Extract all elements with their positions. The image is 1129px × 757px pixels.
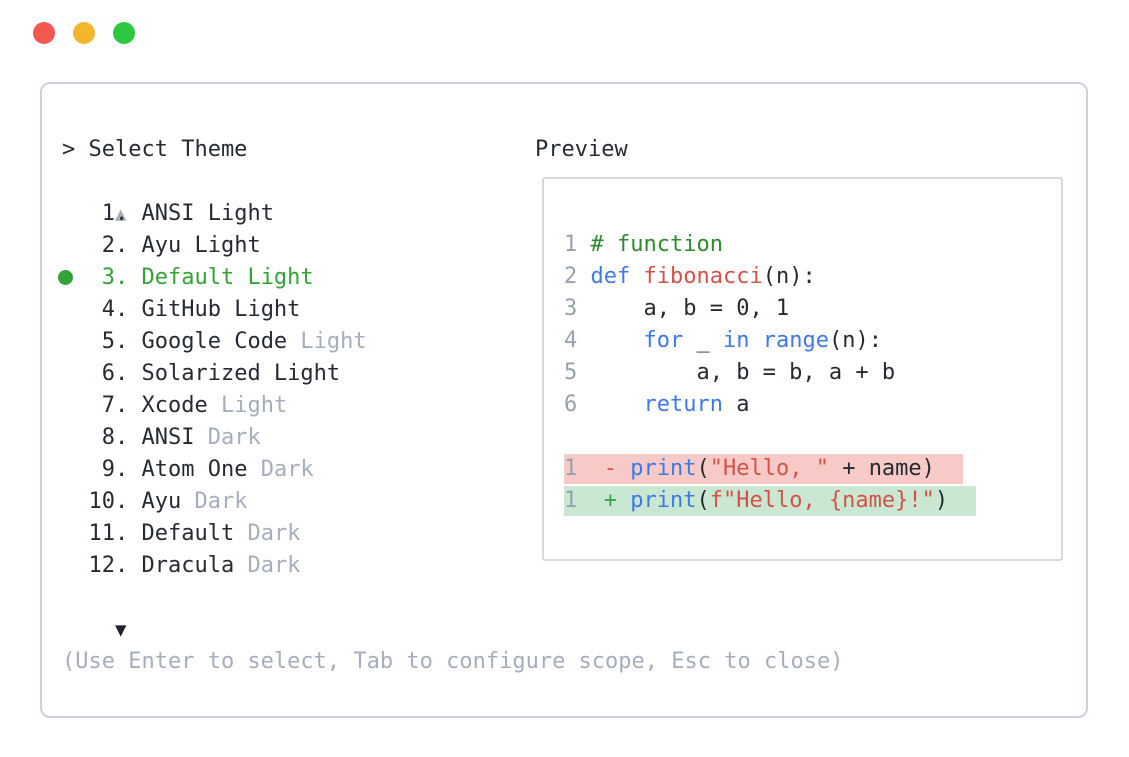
theme-item-variant: Dark [194, 425, 261, 450]
theme-list: 1. ANSI Light 2. Ayu Light 3. Default Li… [58, 198, 1066, 582]
code-line: 4 for _ in range(n): [564, 328, 882, 353]
theme-item-solarized-light[interactable]: 6. Solarized Light [62, 358, 1066, 390]
code-preview: 1 # function 2 def fibonacci(n): 3 a, b = … [564, 229, 1061, 517]
theme-item-variant: Dark [234, 553, 301, 578]
theme-item-variant: Light [207, 393, 288, 418]
theme-item-default-light[interactable]: 3. Default Light [58, 262, 1066, 294]
line-number: 3 [564, 296, 591, 321]
preview-title: Preview [535, 137, 628, 162]
diff-line-del: 1 - print("Hello, " + name) [564, 453, 1061, 485]
theme-item-number: 4. [62, 297, 142, 322]
theme-item-label: Atom One [141, 457, 248, 482]
zoom-button[interactable] [113, 22, 135, 44]
line-number: 4 [564, 328, 591, 353]
theme-item-ayu[interactable]: 10. Ayu Dark [62, 486, 1066, 518]
line-number: 5 [564, 360, 591, 385]
theme-item-number: 9. [62, 457, 142, 482]
line-number: 2 [564, 264, 591, 289]
keyboard-hint: (Use Enter to select, Tab to configure s… [62, 649, 844, 674]
line-number: 1 [564, 232, 591, 257]
scroll-up-icon[interactable]: ▲ [114, 203, 127, 225]
theme-item-label: Dracula [141, 553, 235, 578]
close-button[interactable] [33, 22, 55, 44]
theme-item-label: GitHub Light [141, 297, 301, 322]
theme-item-google-code[interactable]: 5. Google Code Light [62, 326, 1066, 358]
theme-item-label: Default [141, 521, 235, 546]
code-line: 3 a, b = 0, 1 [564, 296, 790, 321]
theme-item-ansi-light[interactable]: 1. ANSI Light [62, 198, 1066, 230]
theme-item-variant: Light [287, 329, 367, 354]
theme-item-number: 6. [62, 361, 142, 386]
theme-item-variant: Dark [234, 521, 301, 546]
theme-item-variant: Dark [181, 489, 248, 514]
theme-item-number: 7. [62, 393, 142, 418]
select-theme-prompt: > Select Theme [62, 137, 248, 162]
theme-item-number: 11. [62, 521, 142, 546]
theme-item-variant: Dark [247, 457, 314, 482]
theme-selector-window: > Select Theme ▲ 1. ANSI Light 2. Ayu Li… [40, 82, 1088, 718]
theme-item-label: Xcode [141, 393, 208, 418]
theme-item-default[interactable]: 11. Default Dark [62, 518, 1066, 550]
theme-item-github-light[interactable]: 4. GitHub Light [62, 294, 1066, 326]
theme-item-number: 12. [62, 553, 142, 578]
scroll-down-icon[interactable]: ▼ [114, 619, 127, 641]
theme-item-number: 5. [62, 329, 142, 354]
theme-item-number: 1. [62, 201, 142, 226]
theme-item-label: Google Code [141, 329, 288, 354]
code-line: 6 return a [564, 392, 750, 417]
code-line: 1 # function [564, 232, 723, 257]
code-line: 2 def fibonacci(n): [564, 264, 816, 289]
line-number: 1 [564, 456, 591, 481]
theme-item-number: 8. [62, 425, 142, 450]
theme-item-ansi[interactable]: 8. ANSI Dark [62, 422, 1066, 454]
theme-item-number: 3. [62, 265, 142, 290]
minimize-button[interactable] [73, 22, 95, 44]
theme-item-label: ANSI Light [141, 201, 274, 226]
theme-item-label: Solarized Light [141, 361, 341, 386]
window-traffic-lights [33, 22, 135, 44]
code-line [564, 421, 1061, 453]
selected-bullet-icon [58, 270, 73, 285]
preview-pane: 1 # function 2 def fibonacci(n): 3 a, b = … [542, 177, 1063, 561]
line-number: 1 [564, 488, 591, 513]
diff-line-add: 1 + print(f"Hello, {name}!") [564, 485, 1061, 517]
theme-item-number: 2. [62, 233, 142, 258]
theme-item-label: Ayu [141, 489, 182, 514]
line-number: 6 [564, 392, 591, 417]
spacer-row [62, 614, 1066, 646]
theme-item-ayu-light[interactable]: 2. Ayu Light [62, 230, 1066, 262]
theme-item-xcode[interactable]: 7. Xcode Light [62, 390, 1066, 422]
theme-item-number: 10. [62, 489, 142, 514]
theme-item-label: ANSI [141, 425, 195, 450]
theme-item-dracula[interactable]: 12. Dracula Dark [62, 550, 1066, 582]
theme-item-label: Ayu Light [141, 233, 261, 258]
code-line: 5 a, b = b, a + b [564, 360, 896, 385]
theme-item-label: Default Light [141, 265, 314, 290]
theme-item-atom-one[interactable]: 9. Atom One Dark [62, 454, 1066, 486]
